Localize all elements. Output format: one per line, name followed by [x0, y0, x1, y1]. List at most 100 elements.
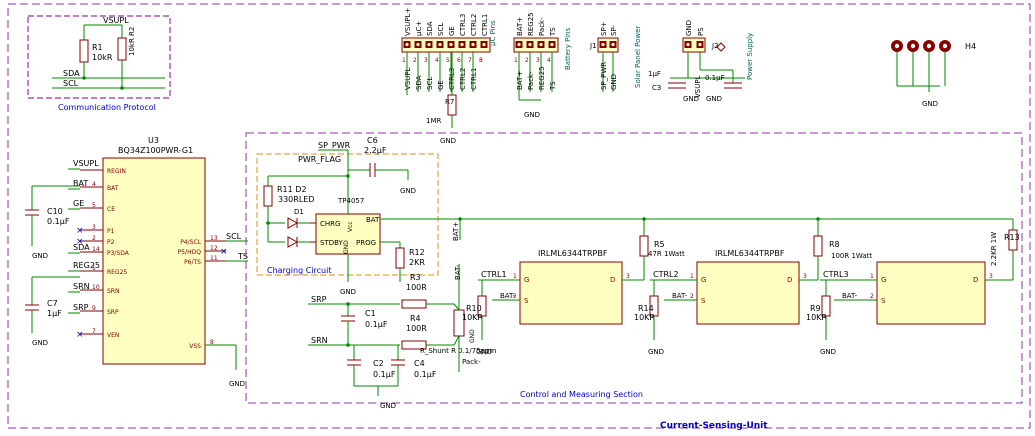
gate-resistor-val: 10KR	[462, 313, 483, 322]
r3-val: 100R	[406, 283, 427, 292]
u3-gauge-ic: U3 BQ34Z100PWR-G1 REGINBAT4CE5P13P22P3/S…	[25, 136, 248, 388]
mosfet-gnd: GND	[820, 348, 836, 356]
mosfet-pin-number: 1	[513, 273, 517, 280]
uc-bottom-label: CTRL1	[470, 68, 478, 90]
shunt-network: SRP SRN C1 0.1μF R3 100R R4 100R C2 0.1μ…	[308, 264, 496, 410]
uc-title: μC Pins	[489, 20, 497, 46]
battery-gnd: GND	[524, 111, 540, 119]
gate-resistor-ref: R14	[638, 304, 654, 313]
uc-pin-number: 6	[457, 57, 461, 64]
u3-pin-name: P2	[107, 239, 115, 246]
pwr-flag-icon	[716, 42, 726, 52]
uc-pin-number: 3	[424, 57, 428, 64]
r7-body	[447, 94, 457, 116]
j2-ref: J2	[711, 42, 719, 50]
u3-pin-name: P4/SCL	[180, 239, 201, 246]
shunt-label: R_Shunt R 0.1/75ppm	[420, 347, 496, 355]
u3-gnd-b: GND	[32, 339, 48, 347]
uc-gnd: GND	[440, 137, 456, 145]
u3-net-label: SDA	[73, 243, 90, 252]
mosfet-pin-number: 2	[870, 293, 874, 300]
r12-val: 2KR	[409, 258, 425, 267]
u3-gnd-a: GND	[32, 252, 48, 260]
u3-pin-name: REGIN	[107, 168, 126, 175]
mosfet-part: IRLML6344TRPBF	[538, 249, 608, 258]
tp4057-name: TP4057	[337, 197, 364, 205]
u3-gnd-c: GND	[229, 380, 245, 388]
u3-pin-name: CE	[107, 206, 115, 213]
srn-label: SRN	[311, 336, 328, 345]
r1-body	[79, 39, 89, 63]
mosfet-pin-number: 3	[626, 273, 630, 280]
j1-ref: J1	[589, 42, 597, 50]
mosfet-bat-minus: BAT-	[842, 292, 858, 300]
u3-pin-number: 9	[92, 305, 96, 312]
h4-ref: H4	[965, 42, 976, 51]
r5-body	[639, 235, 649, 257]
r12-ref: R12	[409, 248, 425, 257]
u3-pin-name: SRN	[107, 288, 119, 295]
u3-pin-name: REG25	[107, 269, 127, 276]
comm-box	[27, 15, 171, 99]
u3-pin-number: 5	[92, 202, 96, 209]
uc-top-label: VSUPL+	[404, 8, 412, 36]
c10-val: 0.1μF	[47, 217, 70, 226]
r2-label: 10kR R2	[128, 27, 136, 56]
u3-net-label: REG25	[73, 261, 100, 270]
comm-scl: SCL	[63, 79, 79, 88]
uc-connector: VSUPL+VSUPLμC+SDASDASCLSCLGEGECTRL3CTRL3…	[401, 8, 497, 145]
comm-title: Communication Protocol	[58, 103, 156, 112]
uc-bottom-label: SCL	[426, 77, 434, 90]
c2-ref: C2	[373, 359, 384, 368]
tp-bat: BAT	[366, 216, 380, 224]
ps-gnd-a: GND	[683, 95, 699, 103]
u3-net-label: GE	[73, 199, 84, 208]
r7-ref: R7	[445, 98, 454, 106]
mosfet-ctrl-label: CTRL2	[653, 270, 679, 279]
mosfet-pin-g: G	[701, 276, 706, 284]
c3-ref: C3	[652, 84, 661, 92]
u3-pin-number: 3	[92, 224, 96, 231]
battery-pin-number: 1	[514, 57, 518, 64]
no-connect-icon: ×	[76, 330, 84, 340]
mosfet-ctrl-label: CTRL3	[823, 270, 849, 279]
r11-body	[263, 185, 273, 207]
mosfet-body	[696, 261, 800, 325]
u3-pin-name: SRP	[107, 309, 119, 316]
u3-pin-number: 12	[210, 245, 218, 252]
c2-val: 0.1μF	[373, 370, 396, 379]
r5-ref: R5	[654, 240, 665, 249]
c7-val: 1μF	[47, 309, 62, 318]
battery-top-label: REG25	[527, 12, 535, 36]
uc-bottom-label: GE	[437, 80, 445, 90]
u3-pin-name: VSS	[189, 343, 201, 350]
d2-led-icon	[287, 236, 299, 248]
c1-val: 0.1μF	[365, 320, 388, 329]
uc-pin-number: 7	[468, 57, 472, 64]
u3-part: BQ34Z100PWR-G1	[118, 146, 193, 155]
r3-ref: R3	[410, 273, 421, 282]
gate-resistor-val: 10KR	[806, 313, 827, 322]
u3-ref: U3	[148, 136, 159, 145]
u3-body	[102, 157, 206, 365]
solar-top-label: SP-	[610, 24, 618, 36]
mosfet-body	[876, 261, 986, 325]
mosfet-pin-number: 1	[690, 273, 694, 280]
uc-pin-number: 2	[413, 57, 417, 64]
mosfet-gnd: GND	[476, 348, 492, 356]
mosfet-pin-number: 3	[989, 273, 993, 280]
uc-top-label: CTRL3	[459, 14, 467, 36]
battery-pin-number: 4	[547, 57, 551, 64]
uc-bottom-label: CTRL2	[459, 68, 467, 90]
u3-net-scl: SCL	[226, 232, 242, 241]
uc-top-label: SDA	[426, 21, 434, 36]
uc-top-label: GE	[448, 26, 456, 36]
r5-val: 47R 1Watt	[648, 250, 685, 258]
no-connect-icon: ×	[220, 247, 228, 257]
ps-top-label: PS	[697, 27, 705, 36]
solar-title: Solar Panel Power	[634, 26, 642, 88]
uc-pin-number: 1	[402, 57, 406, 64]
holes-gnd: GND	[922, 100, 938, 108]
